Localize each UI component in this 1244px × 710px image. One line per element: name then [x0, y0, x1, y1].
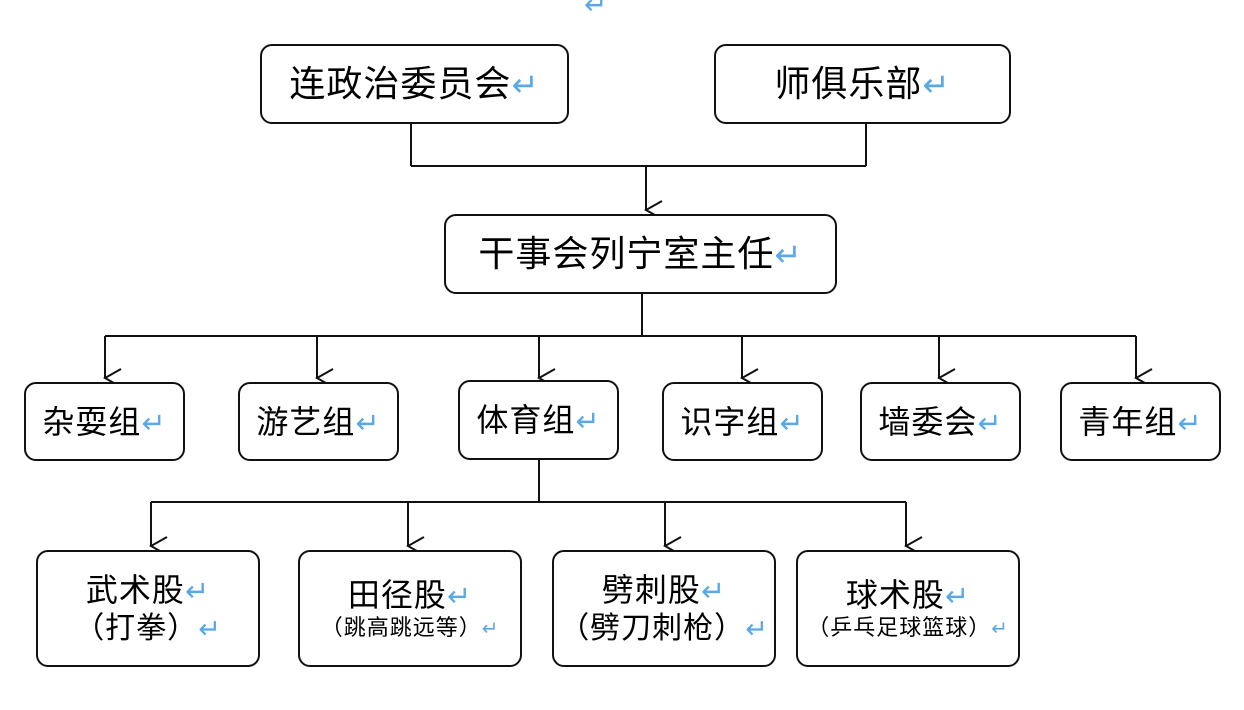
return-mark: ↵	[575, 404, 601, 438]
group-box-5: 墙委会↵	[860, 382, 1021, 461]
section-box-3: 劈刺股↵ （劈刀刺枪）↵	[552, 550, 776, 667]
return-mark: ↵	[481, 616, 500, 640]
return-mark: ↵	[584, 0, 608, 21]
group-box-6: 青年组↵	[1060, 382, 1221, 461]
group-label: 识字组	[680, 402, 780, 441]
committee-label: 连政治委员会	[289, 63, 512, 105]
return-mark: ↵	[198, 613, 222, 645]
section-label: 武术股	[85, 570, 185, 609]
section-sub: （跳高跳远等）	[320, 615, 482, 641]
section-sub: （乒乓足球篮球）	[807, 615, 992, 641]
return-mark: ↵	[944, 578, 971, 613]
return-mark: ↵	[184, 573, 211, 608]
section-label: 劈刺股	[601, 570, 701, 609]
group-label: 墙委会	[878, 402, 978, 441]
club-box: 师俱乐部↵	[714, 44, 1011, 124]
section-box-1: 武术股↵ （打拳）↵	[36, 550, 260, 667]
return-mark: ↵	[922, 65, 951, 104]
section-label: 球术股	[845, 575, 945, 614]
return-mark: ↵	[141, 405, 167, 440]
group-label: 体育组	[476, 401, 576, 439]
section-label: 田径股	[347, 575, 447, 614]
return-mark: ↵	[774, 235, 803, 274]
group-label: 青年组	[1078, 402, 1178, 441]
return-mark: ↵	[700, 573, 727, 608]
section-box-2: 田径股↵ （跳高跳远等）↵	[298, 550, 522, 667]
group-label: 游艺组	[256, 402, 356, 441]
director-label: 干事会列宁室主任	[478, 233, 775, 275]
group-label: 杂耍组	[42, 402, 142, 441]
return-mark: ↵	[745, 613, 769, 645]
group-box-3: 体育组↵	[458, 380, 619, 460]
director-box: 干事会列宁室主任↵	[444, 214, 837, 294]
group-box-2: 游艺组↵	[238, 382, 399, 461]
return-mark: ↵	[977, 405, 1003, 440]
return-mark: ↵	[511, 65, 540, 104]
committee-box: 连政治委员会↵	[260, 44, 569, 124]
section-box-4: 球术股↵ （乒乓足球篮球）↵	[796, 550, 1020, 667]
section-sub: （打拳）	[74, 610, 199, 646]
return-mark: ↵	[1177, 405, 1203, 440]
group-box-4: 识字组↵	[662, 382, 823, 461]
return-mark: ↵	[991, 616, 1009, 640]
club-label: 师俱乐部	[774, 63, 923, 105]
group-box-1: 杂耍组↵	[24, 382, 185, 461]
return-mark: ↵	[446, 578, 473, 613]
return-mark: ↵	[779, 405, 805, 440]
section-sub: （劈刀刺枪）	[559, 610, 746, 646]
return-mark: ↵	[355, 405, 381, 440]
